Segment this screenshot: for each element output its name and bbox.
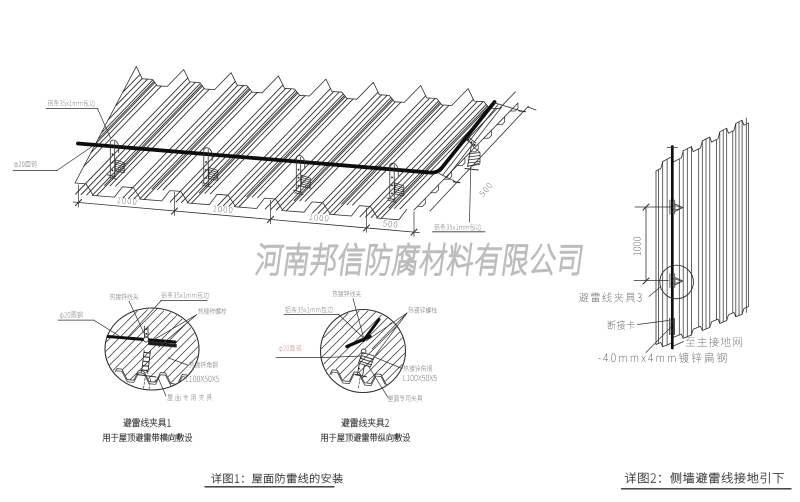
label-watermark-company: 河南邦信防腐材料有限公司 xyxy=(253,241,800,282)
wall-dimension xyxy=(633,203,672,285)
roof-label-leaders xyxy=(12,108,486,233)
label-wall-to_ground_grid: 至主接地网 xyxy=(685,336,742,349)
label-clamp2-angle_steel-text: 热镀锌角钢 xyxy=(403,364,439,373)
detail-circle-2-ring xyxy=(319,308,407,394)
label-roof-dim_1000_a: 1000 xyxy=(117,197,147,208)
label-clamp2-subtitle: 用于屋顶避雷带纵向敷设 xyxy=(320,432,468,444)
label-roof-dim_1000_c-text: 1000 xyxy=(318,214,339,225)
detail-circle-2 xyxy=(275,298,408,398)
label-clamp2-round_steel: φ20圆钢 xyxy=(278,344,302,353)
label-clamp1-angle_size: L100X50X5 xyxy=(185,375,220,382)
label-clamp1-title: 避雷线夹具1 xyxy=(123,417,171,428)
roof-wire-clamps xyxy=(107,135,481,203)
label-roof-alu_strip_eave-text: 铝条35x1mm包边 xyxy=(434,223,495,232)
label-clamp1-bolt-text: 热镀锌螺栓 xyxy=(198,307,235,316)
label-clamp1-subtitle: 用于屋顶避雷带横向敷设 xyxy=(102,433,193,442)
label-roof-dim_1000_c: 1000 xyxy=(309,213,339,225)
label-roof-dim_1000_b-text: 1000 xyxy=(222,205,243,216)
label-clamp2-alu_strip-text: 铝条35x1mm包边 xyxy=(285,305,347,314)
label-roof-alu_strip_top: 铝条35x1mm包边 xyxy=(47,99,109,108)
label-roof-alu_strip_eave: 铝条35x1mm包边 xyxy=(434,223,495,232)
label-clamp2-bolt-text: 热镀锌螺栓 xyxy=(408,306,445,315)
label-clamp2-angle_steel: 热镀锌角钢 xyxy=(403,364,439,373)
label-wall-flat_steel: -40mmx4mm镀锌扁钢 xyxy=(597,351,727,365)
roof-wire-clamp-diagonal xyxy=(464,135,481,171)
roof-wire-clamp xyxy=(107,139,125,180)
roof-isometric-view xyxy=(74,66,519,221)
label-roof-dim_500: 500 xyxy=(382,220,406,230)
roof-wire-clamp xyxy=(200,147,219,188)
label-roof-dim_1000_b: 1000 xyxy=(213,205,243,216)
label-clamp1-round_steel: φ20圆钢 xyxy=(60,311,83,319)
detail-circle-1-ring xyxy=(104,307,200,391)
label-roof-round_steel: φ20圆钢 xyxy=(14,160,42,169)
label-clamp1-angle_steel: 热镀锌角钢 xyxy=(189,361,225,370)
label-wall-clamp3-text: 避雷线夹具3 xyxy=(579,291,641,305)
label-clamp2-title: 避雷线夹具2 xyxy=(341,417,389,428)
label-roof-alu_strip_top-text: 铝条35x1mm包边 xyxy=(48,99,109,108)
label-wall-flat_steel-text: -40mmx4mm镀锌扁钢 xyxy=(598,351,722,365)
label-roof-dim_500_eave: 500 xyxy=(478,175,500,198)
label-clamp1-alu_strip-text: 铝条35x1mm包边 xyxy=(161,291,223,300)
label-captions-detail1: 详图1：屋面防雷线的安装 xyxy=(211,473,343,484)
label-clamp1-clip: 热镀锌线夹 xyxy=(109,293,146,302)
label-clamp1-clip-text: 热镀锌线夹 xyxy=(110,293,146,302)
label-roof-dim_500-text: 500 xyxy=(390,220,406,230)
eave-500-dimension xyxy=(429,102,537,212)
lightning-conductor-wire xyxy=(76,100,497,175)
label-wall-clamp3: 避雷线夹具3 xyxy=(578,291,642,305)
label-wall-disconnect_link-text: 断接卡 xyxy=(607,319,638,332)
label-captions-detail2: 详图2：侧墙避雷线接地引下 xyxy=(624,472,784,484)
roof-wire-clamp xyxy=(293,155,311,196)
label-clamp1-alu_strip: 铝条35x1mm包边 xyxy=(161,291,223,300)
label-clamp2-clip: 热镀锌线夹 xyxy=(332,290,368,299)
detail-circle-2-hatching xyxy=(321,310,405,383)
wall-leaders xyxy=(637,286,684,353)
label-clamp2-angle_size: L100X50X5 xyxy=(403,374,437,382)
detail-circle-1-hatching xyxy=(105,308,199,384)
label-clamp2-alu_strip: 铝条35x1mm包边 xyxy=(285,305,347,314)
wall-panel xyxy=(655,117,749,348)
label-watermark-company-text: 河南邦信防腐材料有限公司 xyxy=(417,241,800,282)
label-clamp2-subtitle-text: 用于屋顶避雷带纵向敷设 xyxy=(366,432,468,444)
label-roof-round_steel-text: φ20圆钢 xyxy=(14,160,42,169)
label-clamp2-bolt: 热镀锌螺栓 xyxy=(408,306,445,315)
label-wall-to_ground_grid-text: 至主接地网 xyxy=(685,336,740,349)
label-clamp2-roof_fixture: 屋面专用夹具 xyxy=(387,394,423,402)
detail-circle-1 xyxy=(57,299,208,397)
label-clamp1-bolt: 热镀锌螺栓 xyxy=(198,307,235,316)
roof-dimension-line xyxy=(72,184,420,237)
wall-wire-clamp-upper xyxy=(669,199,684,215)
label-clamp2-clip-text: 热镀锌线夹 xyxy=(332,290,368,299)
label-roof-dim_1000_a-text: 1000 xyxy=(126,197,147,208)
roof-lightning-wire xyxy=(76,100,497,175)
wall-lightning-wire xyxy=(659,145,694,350)
label-clamp1-roof_fixture-text: 屋面专用夹具 xyxy=(167,393,211,402)
label-clamp1-roof_fixture: 屋面专用夹具 xyxy=(167,393,212,402)
caption-underlines xyxy=(204,486,792,490)
label-roof-dim_500_eave-text: 500 xyxy=(483,175,500,192)
label-clamp1-angle_steel-text: 热镀锌角钢 xyxy=(189,361,225,370)
wall-wire-clamp-lower xyxy=(669,273,684,288)
label-wall-disconnect_link: 断接卡 xyxy=(607,319,638,332)
roof-wire-clamp xyxy=(386,162,405,203)
